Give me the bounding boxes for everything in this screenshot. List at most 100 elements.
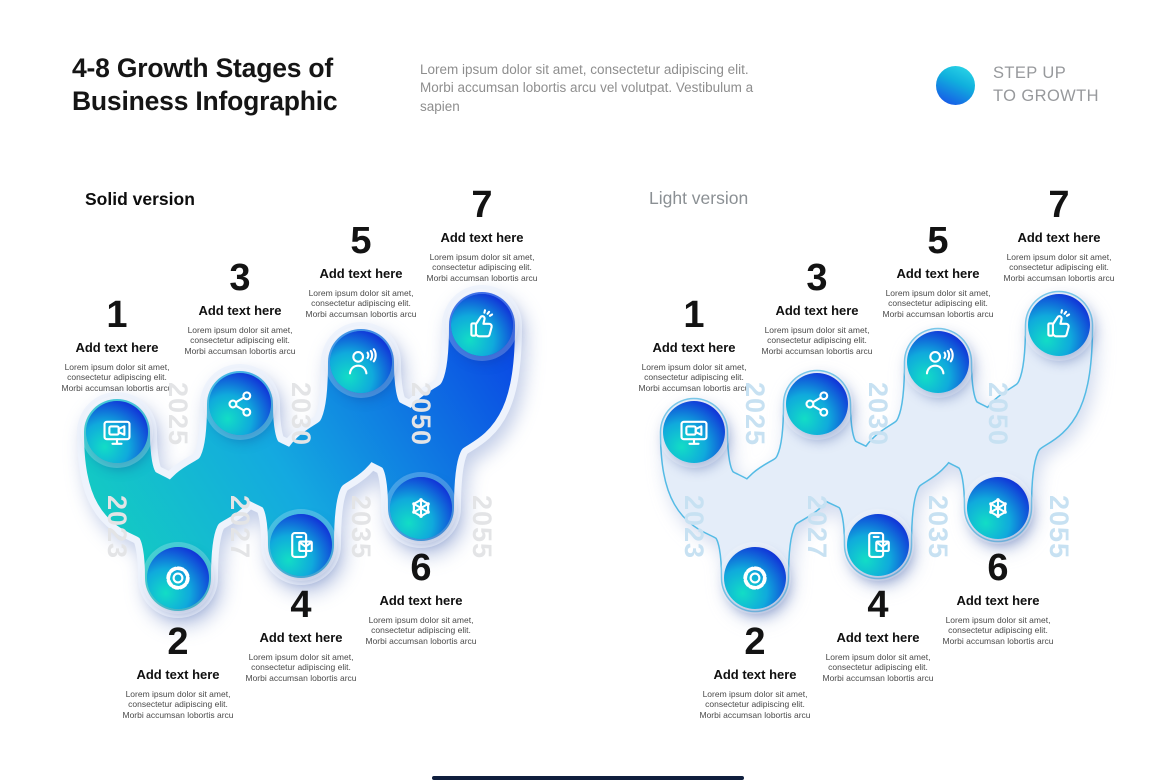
stage-description: Lorem ipsum dolor sit amet, consectetur …: [61, 362, 173, 393]
stage-description: Lorem ipsum dolor sit amet, consectetur …: [245, 652, 357, 683]
stage-number: 2: [167, 621, 189, 663]
year-label: 2030: [286, 381, 316, 447]
stage-number: 3: [229, 257, 251, 299]
stage-icon-circle: [786, 373, 848, 435]
person-speaking-icon: [344, 345, 378, 379]
stage-number: 5: [927, 220, 949, 262]
year-label: 2023: [102, 494, 132, 560]
stage-title: Add text here: [198, 303, 282, 318]
year-label: 2055: [467, 494, 497, 560]
stage-description: Lorem ipsum dolor sit amet, consectetur …: [699, 689, 811, 720]
year-label: 2050: [406, 381, 436, 447]
stage-number: 4: [867, 584, 889, 626]
home-indicator-bar: [432, 776, 744, 780]
stage-text-block: 6 Add text here Lorem ipsum dolor sit am…: [938, 549, 1058, 646]
logo-line2: TO GROWTH: [993, 87, 1099, 106]
stage-icon-circle: [724, 547, 786, 609]
person-speaking-icon: [921, 345, 955, 379]
gear-icon: [738, 561, 772, 595]
phone-mail-icon: [284, 528, 318, 562]
year-label: 2023: [679, 494, 709, 560]
solid-version-label: Solid version: [85, 189, 195, 209]
phone-mail-icon: [861, 528, 895, 562]
stage-title: Add text here: [259, 630, 343, 645]
stage-text-block: 2 Add text here Lorem ipsum dolor sit am…: [118, 623, 238, 720]
stage-title: Add text here: [136, 667, 220, 682]
stage-description: Lorem ipsum dolor sit amet, consectetur …: [761, 325, 873, 356]
stage-text-block: 5 Add text here Lorem ipsum dolor sit am…: [878, 222, 998, 319]
stage-text-block: 7 Add text here Lorem ipsum dolor sit am…: [422, 186, 542, 283]
year-label: 2025: [740, 381, 770, 447]
network-hex-icon: [404, 491, 438, 525]
stage-title: Add text here: [379, 593, 463, 608]
stage-title: Add text here: [713, 667, 797, 682]
stage-title: Add text here: [1017, 230, 1101, 245]
stage-icon-circle: [270, 514, 332, 576]
light-version-label: Light version: [649, 188, 749, 208]
logo-gradient-circle-icon: [936, 65, 975, 105]
stage-icon-circle: [209, 373, 271, 435]
stage-icon-circle: [330, 331, 392, 393]
share-icon: [223, 387, 257, 421]
stage-text-block: 7 Add text here Lorem ipsum dolor sit am…: [999, 186, 1119, 283]
solid-version-diagram: 2023 1 Add text here Lorem ipsum dolor s…: [0, 180, 585, 740]
stage-icon-circle: [663, 401, 725, 463]
stage-description: Lorem ipsum dolor sit amet, consectetur …: [638, 362, 750, 393]
stage-icon-circle: [147, 547, 209, 609]
stage-text-block: 1 Add text here Lorem ipsum dolor sit am…: [57, 296, 177, 393]
stage-number: 7: [471, 184, 493, 226]
stage-description: Lorem ipsum dolor sit amet, consectetur …: [365, 615, 477, 646]
page-subtitle: Lorem ipsum dolor sit amet, consectetur …: [420, 62, 754, 114]
year-label: 2050: [983, 381, 1013, 447]
light-version-diagram: 2023 1 Add text here Lorem ipsum dolor s…: [577, 180, 1162, 740]
stage-description: Lorem ipsum dolor sit amet, consectetur …: [426, 252, 538, 283]
stage-title: Add text here: [956, 593, 1040, 608]
logo-line1: STEP UP: [993, 64, 1067, 82]
monitor-video-icon: [677, 415, 711, 449]
thumbs-up-icon: [465, 308, 499, 342]
stage-icon-circle: [390, 477, 452, 539]
gear-icon: [161, 561, 195, 595]
stage-title: Add text here: [652, 340, 736, 355]
stage-title: Add text here: [896, 266, 980, 281]
stage-text-block: 3 Add text here Lorem ipsum dolor sit am…: [180, 259, 300, 356]
stage-icon-circle: [967, 477, 1029, 539]
stage-number: 3: [806, 257, 828, 299]
stage-text-block: 6 Add text here Lorem ipsum dolor sit am…: [361, 549, 481, 646]
stage-title: Add text here: [319, 266, 403, 281]
stage-description: Lorem ipsum dolor sit amet, consectetur …: [822, 652, 934, 683]
stage-number: 4: [290, 584, 312, 626]
year-label: 2025: [163, 381, 193, 447]
stage-text-block: 1 Add text here Lorem ipsum dolor sit am…: [634, 296, 754, 393]
stage-icon-circle: [907, 331, 969, 393]
stage-description: Lorem ipsum dolor sit amet, consectetur …: [1003, 252, 1115, 283]
network-hex-icon: [981, 491, 1015, 525]
stage-title: Add text here: [75, 340, 159, 355]
logo-text: STEP UP TO GROWTH: [993, 62, 1099, 109]
stage-icon-circle: [86, 401, 148, 463]
stage-number: 5: [350, 220, 372, 262]
stage-icon-circle: [847, 514, 909, 576]
year-label: 2055: [1044, 494, 1074, 560]
stage-number: 6: [410, 547, 432, 589]
stage-number: 1: [683, 294, 705, 336]
year-label: 2030: [863, 381, 893, 447]
stage-description: Lorem ipsum dolor sit amet, consectetur …: [305, 288, 417, 319]
stage-text-block: 3 Add text here Lorem ipsum dolor sit am…: [757, 259, 877, 356]
stage-description: Lorem ipsum dolor sit amet, consectetur …: [882, 288, 994, 319]
monitor-video-icon: [100, 415, 134, 449]
stage-number: 7: [1048, 184, 1070, 226]
share-icon: [800, 387, 834, 421]
stage-description: Lorem ipsum dolor sit amet, consectetur …: [184, 325, 296, 356]
year-label: 2027: [802, 494, 832, 560]
stage-title: Add text here: [440, 230, 524, 245]
stage-text-block: 2 Add text here Lorem ipsum dolor sit am…: [695, 623, 815, 720]
year-label: 2027: [225, 494, 255, 560]
stage-text-block: 4 Add text here Lorem ipsum dolor sit am…: [818, 586, 938, 683]
stage-icon-circle: [451, 294, 513, 356]
stage-title: Add text here: [775, 303, 859, 318]
stage-description: Lorem ipsum dolor sit amet, consectetur …: [122, 689, 234, 720]
stage-number: 1: [106, 294, 128, 336]
thumbs-up-icon: [1042, 308, 1076, 342]
